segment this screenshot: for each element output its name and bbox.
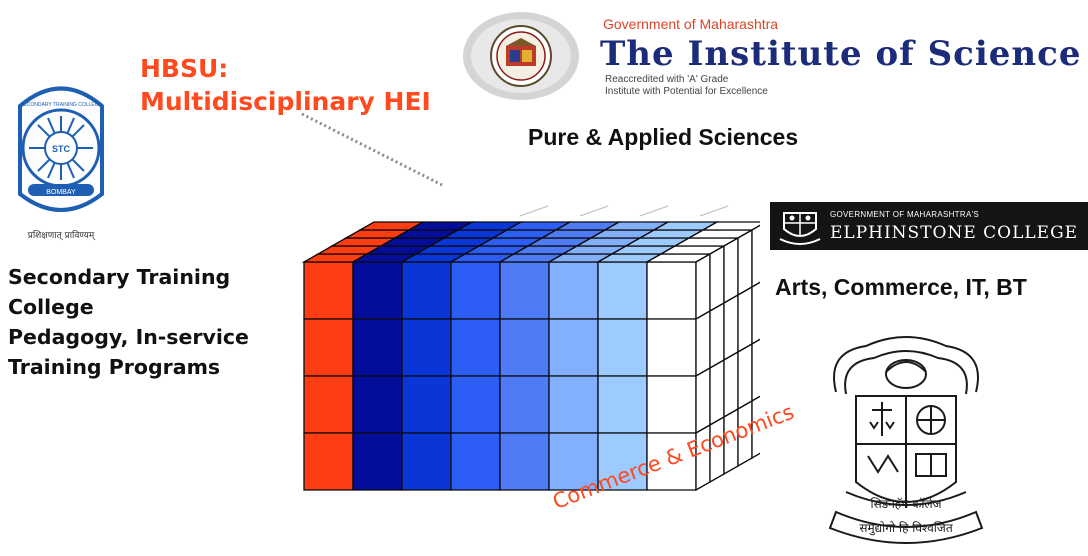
cube-cell	[646, 318, 697, 377]
cube-side-cell	[709, 358, 725, 427]
cube-cell	[597, 261, 648, 320]
cube-cell	[646, 261, 697, 320]
stc-line: College	[8, 295, 94, 319]
hbsu-subtitle: Multidisciplinary HEI	[140, 87, 431, 116]
sciences-caption: Pure & Applied Sciences	[528, 124, 799, 150]
institute-of-science-emblem-icon	[463, 12, 579, 100]
cube-cell	[303, 375, 354, 434]
sydenham-banner-line1: सिडनहॅम कॉलेज	[870, 497, 942, 511]
cube-side-cell	[751, 281, 760, 346]
cube-cell	[548, 261, 599, 320]
elphinstone-crest-icon	[779, 212, 821, 245]
cube-cell	[646, 375, 697, 434]
stc-logo-banner: BOMBAY	[46, 189, 76, 196]
ios-title: The Institute of Science	[600, 34, 1082, 74]
cube-side-cell	[709, 244, 725, 313]
stc-line: Pedagogy, In-service	[8, 325, 249, 349]
cube-extension-line	[639, 205, 669, 217]
cube-extension-line	[699, 205, 729, 217]
cube-side-cell	[695, 366, 711, 435]
ios-government-line: Government of Maharashtra	[603, 16, 779, 32]
cube-cell	[401, 432, 452, 491]
ios-subtitle-excellence: Institute with Potential for Excellence	[605, 86, 768, 97]
stc-logo-motto: प्रशिक्षणात् प्राविण्यम्	[28, 229, 97, 241]
cube-side-cell	[751, 338, 760, 403]
stc-crest-icon: BOMBAY प्रशिक्षणात् प्राविण्यम् STC SECO…	[8, 76, 114, 244]
elphinstone-government-line: GOVERNMENT OF MAHARASHTRA'S	[830, 210, 980, 219]
cube-cell	[352, 432, 403, 491]
cube-cell	[499, 375, 550, 434]
cube-cell	[352, 318, 403, 377]
sydenham-banner-line2: समुद्योगो हि विश्वजित	[859, 521, 953, 536]
stc-description: Secondary Training College Pedagogy, In-…	[8, 262, 249, 382]
stc-line: Secondary Training	[8, 265, 231, 289]
cube-side-cell	[709, 301, 725, 370]
cube-cell	[401, 318, 452, 377]
ios-subtitle-accreditation: Reaccredited with 'A' Grade	[605, 74, 729, 85]
stc-line: Training Programs	[8, 355, 221, 379]
cube-side-cell	[695, 309, 711, 378]
cube-side-cell	[737, 228, 753, 297]
elphinstone-banner	[770, 202, 1088, 250]
hbsu-title: HBSU:	[140, 54, 229, 83]
stc-logo-ring-text: SECONDARY TRAINING COLLEGE	[20, 102, 102, 108]
cube-top-cell	[700, 221, 760, 231]
cube-cell	[499, 432, 550, 491]
cube-grid	[301, 205, 760, 492]
cube-cell	[352, 375, 403, 434]
cube-side-cell	[723, 293, 739, 362]
cube-cell	[499, 261, 550, 320]
cube-side-cell	[723, 350, 739, 419]
cube-cell	[303, 318, 354, 377]
cube-cell	[450, 432, 501, 491]
cube-side-cell	[751, 224, 760, 289]
cube-side-cell	[751, 395, 760, 460]
stc-logo-monogram: STC	[52, 144, 71, 154]
cube-cell	[597, 318, 648, 377]
cube-cell	[499, 318, 550, 377]
cube-extension-line	[579, 205, 609, 217]
cube-cell	[401, 261, 452, 320]
hbsu-connector-line	[301, 112, 445, 188]
cube-cell	[450, 375, 501, 434]
cube-cell	[303, 432, 354, 491]
arts-caption: Arts, Commerce, IT, BT	[775, 274, 1027, 300]
hbsu-heading: HBSU: Multidisciplinary HEI	[140, 52, 431, 118]
sydenham-crest-icon: सिडनहॅम कॉलेज समुद्योगो हि विश्वजित	[828, 336, 984, 544]
cube-side-cell	[737, 342, 753, 411]
cube-side-cell	[737, 285, 753, 354]
cube-cell	[597, 375, 648, 434]
cube-cell	[548, 318, 599, 377]
cube-extension-line	[519, 205, 549, 217]
cube-side-cell	[723, 236, 739, 305]
cube-cell	[450, 261, 501, 320]
cube-cell	[303, 261, 354, 320]
cube-cell	[401, 375, 452, 434]
cube-cell	[450, 318, 501, 377]
multidisciplinary-cube-diagram	[301, 205, 760, 492]
elphinstone-title: ELPHINSTONE COLLEGE	[830, 223, 1079, 243]
cube-cell	[352, 261, 403, 320]
cube-cell	[548, 375, 599, 434]
cube-side-cell	[695, 252, 711, 321]
